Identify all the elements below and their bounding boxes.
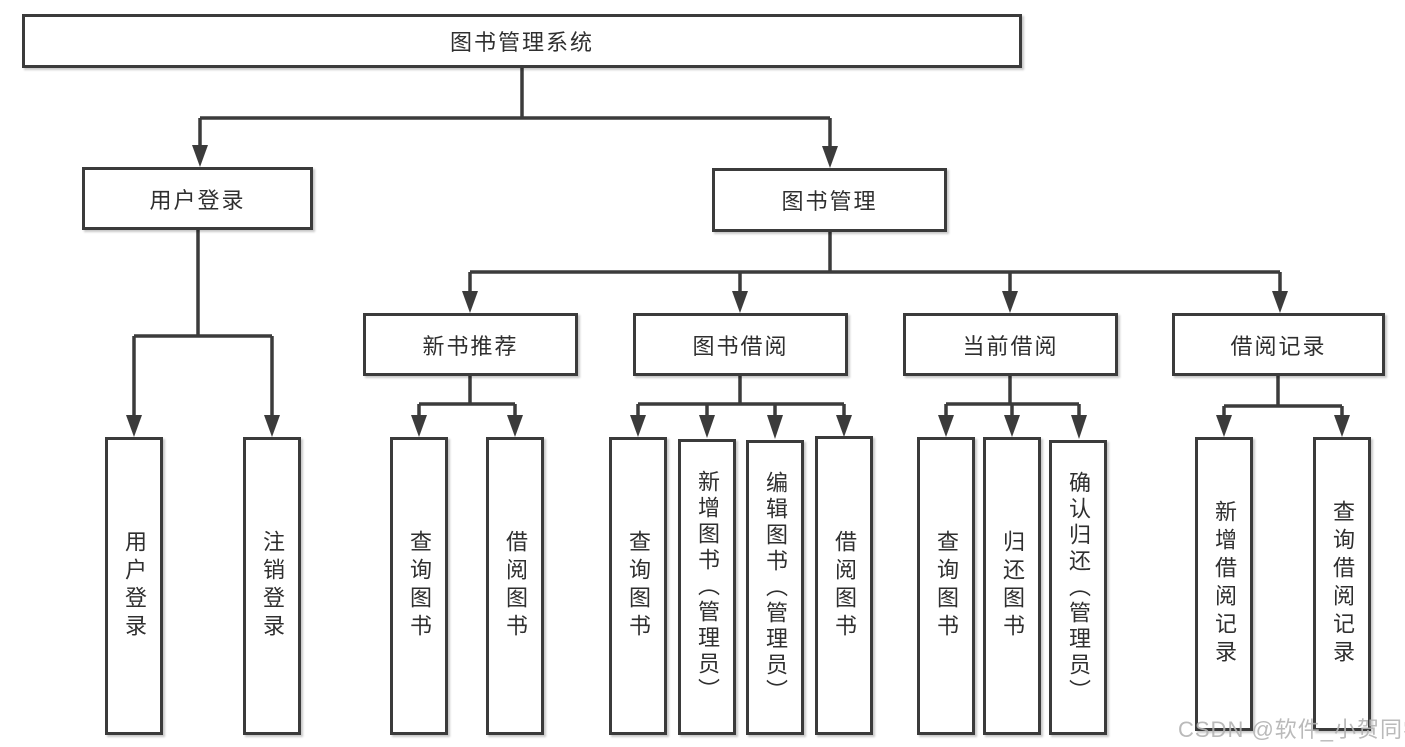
node-root: 图书管理系统 — [22, 14, 1022, 68]
node-book-borrow: 图书借阅 — [633, 313, 848, 376]
arrow-down-icon — [126, 415, 142, 437]
arrow-down-icon — [938, 415, 954, 437]
node-leaf-query-books-c: 查询图书 — [917, 437, 975, 735]
node-leaf-edit-book-admin: 编辑图书（管理员） — [746, 440, 804, 735]
node-book-management-branch: 图书管理 — [712, 168, 947, 232]
node-leaf-query-books-b: 查询图书 — [609, 437, 667, 735]
node-leaf-user-login: 用户登录 — [105, 437, 163, 735]
connector-book-borrow — [636, 376, 846, 418]
node-leaf-logout: 注销登录 — [243, 437, 301, 735]
connector-borrow-records — [1222, 376, 1344, 418]
arrow-down-icon — [462, 291, 478, 313]
node-leaf-add-borrow-record: 新增借阅记录 — [1195, 437, 1253, 731]
arrow-down-icon — [1334, 415, 1350, 437]
node-leaf-query-books-a: 查询图书 — [390, 437, 448, 735]
arrow-down-icon — [699, 415, 715, 438]
node-leaf-return-books: 归还图书 — [983, 437, 1041, 735]
arrow-down-icon — [1002, 291, 1018, 313]
node-leaf-confirm-return-admin: 确认归还（管理员） — [1049, 440, 1107, 735]
arrow-down-icon — [630, 415, 646, 437]
arrow-down-icon — [836, 415, 852, 437]
node-borrow-records: 借阅记录 — [1172, 313, 1385, 376]
node-user-login-branch: 用户登录 — [82, 167, 313, 230]
csdn-watermark: CSDN @软件_小贺同学 — [1178, 717, 1405, 742]
connector-new-book — [417, 376, 517, 418]
arrow-down-icon — [192, 145, 208, 167]
node-leaf-borrow-books-b: 借阅图书 — [815, 436, 873, 735]
arrow-down-icon — [1071, 415, 1087, 439]
node-leaf-borrow-books-a: 借阅图书 — [486, 437, 544, 735]
arrow-down-icon — [264, 415, 280, 437]
connector-root — [198, 68, 832, 149]
connector-user-login — [132, 230, 274, 418]
connector-book-management — [468, 232, 1282, 294]
arrow-down-icon — [507, 415, 523, 437]
arrow-down-icon — [1216, 415, 1232, 437]
arrow-down-icon — [732, 291, 748, 313]
arrowheads — [126, 145, 1350, 439]
arrow-down-icon — [822, 146, 838, 168]
node-current-borrow: 当前借阅 — [903, 313, 1118, 376]
arrow-down-icon — [1272, 291, 1288, 313]
arrow-down-icon — [411, 415, 427, 437]
node-new-book-recommend: 新书推荐 — [363, 313, 578, 376]
arrow-down-icon — [767, 415, 783, 439]
connector-current-borrow — [944, 376, 1081, 418]
node-leaf-add-book-admin: 新增图书（管理员） — [678, 439, 736, 735]
arrow-down-icon — [1004, 415, 1020, 437]
node-leaf-query-borrow-record: 查询借阅记录 — [1313, 437, 1371, 731]
